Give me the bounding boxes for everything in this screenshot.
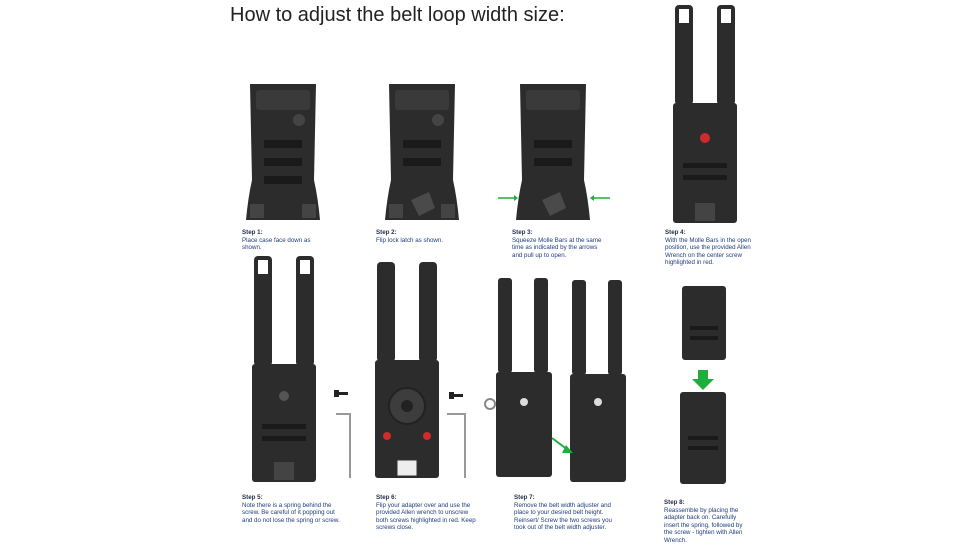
step-6-text: Flip your adapter over and use the provi… [376, 501, 476, 532]
step-3-caption: Step 3: Squeeze Molle Bars at the same t… [512, 229, 604, 259]
step-1-label: Step 1: [242, 229, 263, 236]
step-7-label: Step 7: [514, 494, 535, 501]
step-8-image [678, 286, 728, 486]
step-5-label: Step 5: [242, 494, 263, 501]
screw-icon [334, 390, 348, 397]
step-6-label: Step 6: [376, 494, 397, 501]
step-8-label: Step 8: [664, 499, 685, 506]
step-8-text: Reassemble by placing the adapter back o… [664, 506, 743, 544]
step-2-text: Flip lock latch as shown. [376, 236, 444, 244]
step-7-image [482, 278, 634, 493]
step-3-text: Squeeze Molle Bars at the same time as i… [512, 236, 602, 259]
arrow-down-icon [692, 370, 714, 390]
step-1-caption: Step 1: Place case face down as shown. [242, 229, 360, 252]
step-2-label: Step 2: [376, 229, 397, 236]
arrow-icon [551, 437, 573, 453]
arrow-right-icon [498, 195, 518, 201]
step-2-caption: Step 2: Flip lock latch as shown. [376, 229, 494, 244]
step-1-text: Place case face down as shown. [242, 236, 311, 252]
allen-wrench-icon [447, 413, 466, 478]
step-7-caption: Step 7: Remove the belt width adjuster a… [514, 494, 616, 532]
screw-icon [449, 392, 463, 399]
step-6-caption: Step 6: Flip your adapter over and use t… [376, 494, 476, 532]
step-8-caption: Step 8: Reassemble by placing the adapte… [664, 499, 748, 545]
step-5-caption: Step 5: Note there is a spring behind th… [242, 494, 342, 524]
step-7-text: Remove the belt width adjuster and place… [514, 501, 613, 532]
step-2-image [383, 80, 461, 225]
step-3-image [498, 80, 610, 225]
step-4-label: Step 4: [665, 229, 686, 236]
step-5-text: Note there is a spring behind the screw.… [242, 501, 340, 524]
step-4-caption: Step 4: With the Molle Bars in the open … [665, 229, 755, 267]
page-title: How to adjust the belt loop width size: [230, 4, 565, 26]
step-4-text: With the Molle Bars in the open position… [665, 236, 751, 267]
allen-wrench-icon [336, 413, 351, 478]
step-1-image [244, 80, 322, 225]
step-4-image [671, 5, 739, 227]
step-3-label: Step 3: [512, 229, 533, 236]
step-5-image [250, 256, 362, 486]
arrow-left-icon [590, 195, 610, 201]
step-6-image [373, 256, 473, 486]
